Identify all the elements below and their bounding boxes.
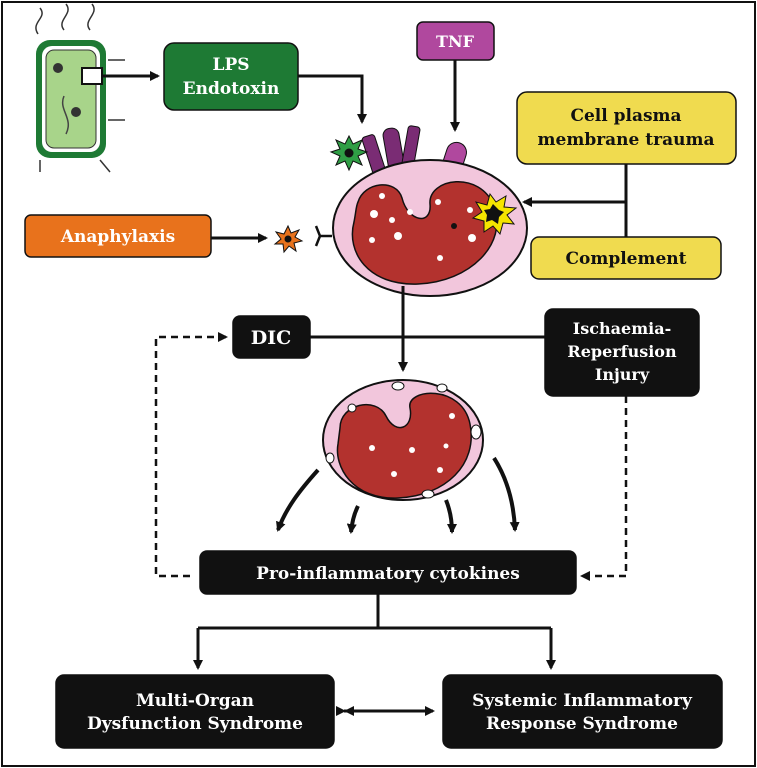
mods-line2: Dysfunction Syndrome [87, 714, 303, 734]
bacterium-icon [35, 3, 125, 173]
ischaemia-line1: Ischaemia- [573, 319, 671, 338]
release-arrow-1 [276, 468, 320, 532]
trauma-starburst-icon [471, 192, 518, 236]
ischaemia-line2: Reperfusion [567, 342, 677, 361]
degranulating-cell-icon [322, 379, 484, 501]
dic-box: DIC [232, 315, 311, 359]
ischaemia-box: Ischaemia- Reperfusion Injury [544, 308, 700, 397]
cell-trauma-box: Cell plasma membrane trauma [516, 91, 737, 165]
release-arrow-3 [444, 499, 457, 534]
cell-trauma-line1: Cell plasma [570, 106, 681, 126]
cell-trauma-line2: membrane trauma [538, 130, 715, 150]
ischaemia-line3: Injury [595, 365, 650, 384]
sirs-line1: Systemic Inflammatory [472, 691, 693, 711]
sirs-box: Systemic Inflammatory Response Syndrome [442, 674, 723, 749]
lps-starburst-icon [329, 134, 369, 172]
cytokines-label: Pro-inflammatory cytokines [256, 564, 520, 584]
tnf-box: TNF [416, 21, 495, 61]
dic-label: DIC [251, 327, 292, 349]
complement-box: Complement [530, 236, 722, 280]
complement-label: Complement [565, 249, 686, 269]
cytokines-to-dic-dashed-arrow [154, 332, 228, 578]
anaphylaxis-box: Anaphylaxis [24, 214, 212, 258]
lps-label-line1: LPS [212, 55, 249, 75]
anaphylaxis-label: Anaphylaxis [60, 227, 175, 247]
allergen-starburst-icon [273, 224, 304, 254]
activated-cell-icon [329, 125, 528, 297]
lps-label-line2: Endotoxin [183, 79, 280, 99]
lps-endotoxin-box: LPS Endotoxin [163, 42, 299, 111]
release-arrow-2 [346, 505, 360, 534]
tnf-label: TNF [436, 32, 475, 51]
cytokines-box: Pro-inflammatory cytokines [199, 550, 577, 595]
lps-to-cell-arrow [298, 74, 367, 124]
mods-box: Multi-Organ Dysfunction Syndrome [55, 674, 335, 749]
sirs-line2: Response Syndrome [486, 714, 678, 734]
mods-line1: Multi-Organ [136, 691, 254, 711]
release-arrow-4 [492, 456, 520, 532]
ischaemia-to-cytokines-dashed-arrow [580, 396, 628, 581]
receptor-y-icon [314, 225, 332, 247]
